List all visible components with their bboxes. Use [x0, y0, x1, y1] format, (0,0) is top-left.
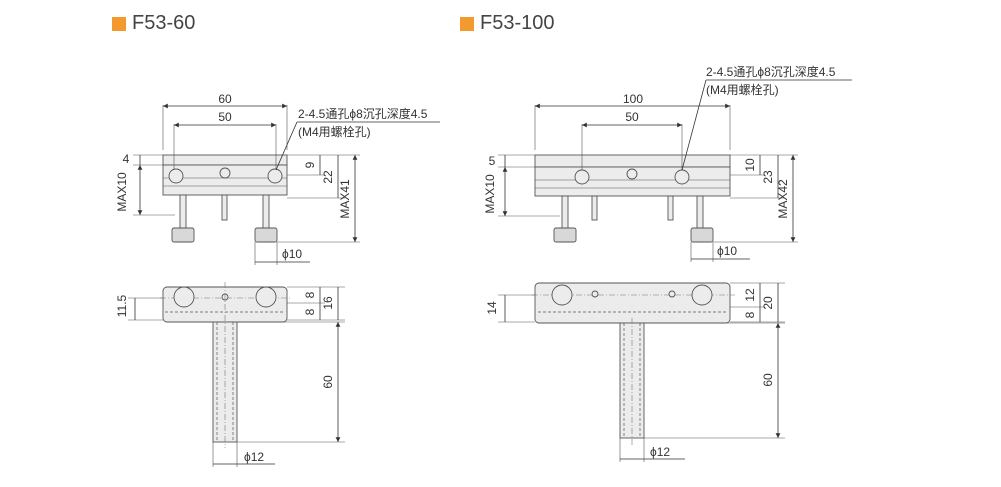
adjust-screw-left: [561, 195, 569, 231]
dim-overall-width: 60: [218, 92, 232, 106]
f53-60-front-view: 60 50 4 MAX10 9 22 MAX41 ϕ10 2-4.5通孔ϕ8沉孔…: [115, 92, 440, 265]
dim-base-lower: 8: [303, 308, 317, 315]
f53-100-front-view: 100 50 5 MAX10 10 23 MAX42 ϕ10 2-4.5通孔ϕ8…: [483, 64, 852, 262]
counterbore-top-left: [551, 284, 573, 306]
dim-mid-height: 23: [761, 170, 775, 184]
knob-left: [171, 227, 195, 243]
dim-top-height: 9: [303, 161, 317, 168]
knob-right: [690, 227, 714, 243]
dim-base-upper: 12: [743, 288, 757, 302]
dim-side-height: 11.5: [115, 294, 129, 317]
f53-60-top-view: 11.5 8 8 16 60 ϕ12: [115, 282, 345, 467]
model-title-f53-100: F53-100: [460, 12, 555, 35]
note-bolt-spec: (M4用螺栓孔): [706, 82, 779, 97]
dim-plate-thickness: 4: [123, 152, 130, 166]
center-screw: [219, 167, 231, 179]
counterbore-top-left: [173, 286, 195, 308]
pin-hole-left: [591, 290, 599, 298]
dim-shaft-dia: ϕ12: [650, 445, 670, 459]
f53-100-top-view: 14 12 8 20 60 ϕ12: [485, 282, 785, 462]
orange-square-icon: [460, 16, 474, 31]
dim-plate-thickness: 5: [489, 154, 496, 168]
dim-shaft-dia: ϕ12: [244, 450, 264, 464]
center-screw: [626, 168, 638, 180]
dim-hole-pitch: 50: [218, 110, 232, 124]
note-bolt-spec: (M4用螺栓孔): [298, 124, 371, 139]
counterbore-top-right: [255, 286, 277, 308]
dim-knob-dia: ϕ10: [717, 244, 737, 258]
counterbore-right: [267, 168, 283, 184]
model-title-text: F53-100: [480, 12, 555, 34]
dim-max-travel: MAX10: [115, 172, 129, 212]
dim-max-height: MAX41: [338, 179, 352, 219]
dim-mid-height: 22: [321, 170, 335, 184]
top-plate: [534, 154, 731, 168]
dim-side-height: 14: [485, 301, 499, 315]
pin-hole-right: [668, 290, 676, 298]
dim-shaft-length: 60: [761, 373, 775, 387]
top-plate: [162, 154, 288, 166]
dim-max-height: MAX42: [776, 179, 790, 219]
dim-base-total: 16: [321, 296, 335, 310]
dim-hole-pitch: 50: [625, 110, 639, 124]
guide-pin: [221, 194, 228, 221]
note-hole-spec: 2-4.5通孔ϕ8沉孔深度4.5: [298, 106, 428, 121]
guide-pin-right: [667, 195, 674, 221]
dim-shaft-length: 60: [321, 375, 335, 389]
adjust-screw-right: [696, 195, 704, 231]
counterbore-top-right: [691, 284, 713, 306]
dim-overall-width: 100: [623, 92, 643, 106]
adjust-screw-right: [262, 194, 270, 231]
dim-top-height: 10: [743, 158, 757, 172]
dim-base-upper: 8: [303, 291, 317, 298]
counterbore-right: [674, 169, 690, 185]
orange-square-icon: [112, 16, 126, 31]
counterbore-left: [168, 168, 184, 184]
knob-right: [254, 227, 278, 243]
note-hole-spec: 2-4.5通孔ϕ8沉孔深度4.5: [706, 64, 836, 79]
dim-max-travel: MAX10: [483, 174, 497, 214]
adjust-screw-left: [179, 194, 187, 231]
guide-pin-left: [591, 195, 598, 221]
counterbore-left: [574, 169, 590, 185]
knob-left: [553, 227, 577, 243]
model-title-text: F53-60: [132, 12, 196, 34]
dim-knob-dia: ϕ10: [282, 247, 302, 261]
dim-base-total: 20: [761, 296, 775, 310]
dim-base-lower: 8: [743, 311, 757, 318]
model-title-f53-60: F53-60: [112, 12, 195, 35]
